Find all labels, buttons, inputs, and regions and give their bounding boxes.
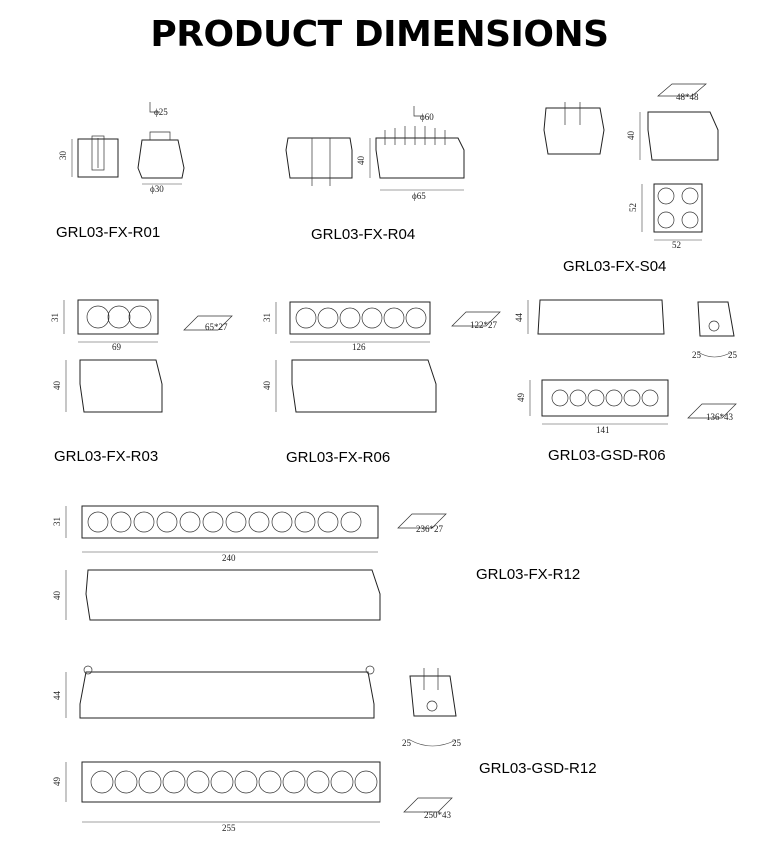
model-label-r04: GRL03-FX-R04 xyxy=(311,226,416,243)
dim-gsd-r12-angle-left: 25 xyxy=(402,738,412,748)
drawing-gsd-r12: 44 25 25 49 255 250*43 xyxy=(52,665,462,833)
dim-gsd-r06-width: 49 xyxy=(516,393,526,403)
dim-r12-height: 31 xyxy=(52,517,62,526)
model-label-gsd-r06: GRL03-GSD-R06 xyxy=(548,447,666,464)
dim-gsd-r06-height: 44 xyxy=(514,313,524,323)
model-label-r06: GRL03-FX-R06 xyxy=(286,449,391,466)
drawing-r06: 31 126 122*27 40 xyxy=(262,301,501,413)
dim-gsd-r12-width: 49 xyxy=(52,777,62,787)
dim-r01-height: 30 xyxy=(58,151,68,161)
page-title: PRODUCT DIMENSIONS xyxy=(150,14,609,55)
drawing-s04: 40 48*48 52 52 xyxy=(543,83,719,250)
dim-r04-diameter: ϕ65 xyxy=(412,191,426,201)
dim-gsd-r06-length: 141 xyxy=(596,425,610,435)
drawing-r03: 31 69 65*27 40 xyxy=(50,299,233,413)
dim-gsd-r12-angle-right: 25 xyxy=(452,738,462,748)
dim-s04-height: 40 xyxy=(626,131,636,141)
model-label-s04: GRL03-FX-S04 xyxy=(563,258,667,275)
dim-r06-depth: 40 xyxy=(262,381,272,391)
dim-r06-length: 126 xyxy=(352,342,366,352)
model-label-r01: GRL03-FX-R01 xyxy=(56,224,161,241)
dim-r03-cutout: 65*27 xyxy=(205,322,228,332)
dim-r12-cutout: 236*27 xyxy=(416,524,444,534)
model-label-gsd-r12: GRL03-GSD-R12 xyxy=(479,760,597,777)
dim-r01-cutout: ϕ25 xyxy=(154,107,168,117)
dim-gsd-r12-height: 44 xyxy=(52,691,62,701)
drawing-r12: 31 240 236*27 40 xyxy=(52,505,447,621)
dim-r06-cutout: 122*27 xyxy=(470,320,498,330)
drawing-r04: 40 ϕ65 ϕ60 xyxy=(285,106,465,201)
dim-r03-height: 31 xyxy=(50,313,60,322)
dim-gsd-r06-cutout: 136*43 xyxy=(706,412,734,422)
drawing-r01: 30 ϕ30 ϕ25 xyxy=(58,102,185,194)
model-label-r03: GRL03-FX-R03 xyxy=(54,448,159,465)
dim-r04-cutout: ϕ60 xyxy=(420,112,434,122)
dim-r12-depth: 40 xyxy=(52,591,62,601)
dim-r12-length: 240 xyxy=(222,553,236,563)
drawing-gsd-r06: 44 25 25 49 141 136*43 xyxy=(514,299,738,435)
dim-gsd-r12-cutout: 250*43 xyxy=(424,810,452,820)
dim-gsd-r06-angle-left: 25 xyxy=(692,350,702,360)
dim-s04-cutout: 48*48 xyxy=(676,92,699,102)
dim-r03-length: 69 xyxy=(112,342,122,352)
dim-r01-diameter: ϕ30 xyxy=(150,184,164,194)
dim-gsd-r12-length: 255 xyxy=(222,823,236,833)
dim-r06-height: 31 xyxy=(262,313,272,322)
dim-gsd-r06-angle-right: 25 xyxy=(728,350,738,360)
model-label-r12: GRL03-FX-R12 xyxy=(476,566,581,583)
dim-r03-depth: 40 xyxy=(52,381,62,391)
dim-s04-width: 52 xyxy=(672,240,681,250)
dim-s04-side: 52 xyxy=(628,203,638,212)
dim-r04-height: 40 xyxy=(356,156,366,166)
